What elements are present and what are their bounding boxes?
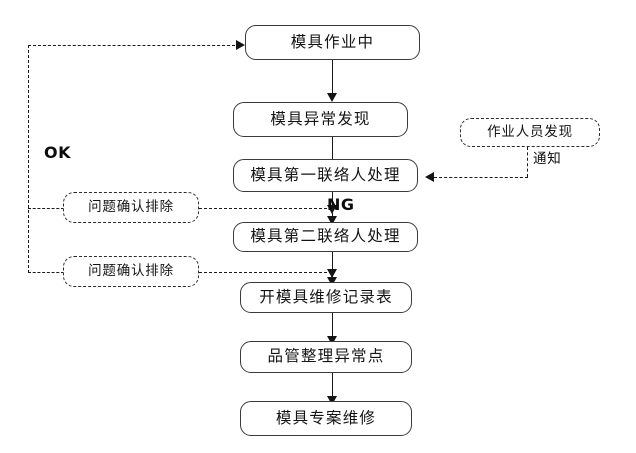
node-mold-operating[interactable]: 模具作业中 [245,25,420,60]
connector-operator-notify-vertical [527,147,528,177]
node-qc-collect-points[interactable]: 品管整理异常点 [240,341,412,373]
node-operator-found[interactable]: 作业人员发现 [460,118,600,147]
node-problem-confirm-2[interactable]: 问题确认排除 [63,256,199,287]
arrowhead-first-to-second-contact [327,216,337,225]
node-problem-confirm-1[interactable]: 问题确认排除 [63,192,199,223]
node-problem-confirm-2-label: 问题确认排除 [88,262,174,279]
node-open-repair-record-label: 开模具维修记录表 [259,287,393,306]
connector-found-to-first-contact [332,137,333,166]
connector-record-to-qc [332,313,333,341]
node-first-contact-label: 模具第一联络人处理 [250,165,401,184]
node-special-repair-label: 模具专案维修 [275,408,377,427]
arrowhead-confirm-2-to-spine [327,269,337,278]
connector-ok-trunk-to-confirm-2 [28,272,64,273]
node-abnormality-found-label: 模具异常发现 [270,109,371,128]
node-problem-confirm-1-label: 问题确认排除 [88,198,174,215]
connector-ok-trunk-to-confirm-1 [28,208,64,209]
node-special-repair[interactable]: 模具专案维修 [240,401,412,436]
connector-confirm-1-to-spine [199,208,332,209]
node-open-repair-record[interactable]: 开模具维修记录表 [240,282,412,313]
edge-label-notify: 通知 [533,151,562,167]
arrowhead-record-to-qc [327,336,337,345]
edge-label-ng: NG [327,195,355,214]
arrowhead-confirm-1-to-spine [327,205,337,214]
connector-ok-loop-vertical [28,45,29,273]
arrowhead-ok-loop-into-operating [236,40,245,50]
node-qc-collect-points-label: 品管整理异常点 [267,347,385,366]
arrowhead-qc-to-special-repair [327,396,337,405]
connector-confirm-2-to-spine [199,272,332,273]
edge-label-ok: OK [44,143,71,162]
connector-ok-loop-top-rail [28,45,240,46]
node-second-contact[interactable]: 模具第二联络人处理 [233,222,418,252]
arrowhead-notify-into-first-contact [425,172,434,182]
connector-operator-notify-horizontal [434,177,528,178]
node-first-contact[interactable]: 模具第一联络人处理 [233,159,418,192]
connector-operating-to-found [332,60,333,96]
connector-qc-to-special-repair [332,373,333,401]
node-abnormality-found[interactable]: 模具异常发现 [233,102,408,137]
node-second-contact-label: 模具第二联络人处理 [250,227,401,246]
arrowhead-second-to-record [327,277,337,286]
connector-second-to-record [332,252,333,282]
node-mold-operating-label: 模具作业中 [290,32,375,51]
node-operator-found-label: 作业人员发现 [487,123,573,140]
arrowhead-operating-to-found [327,93,337,102]
